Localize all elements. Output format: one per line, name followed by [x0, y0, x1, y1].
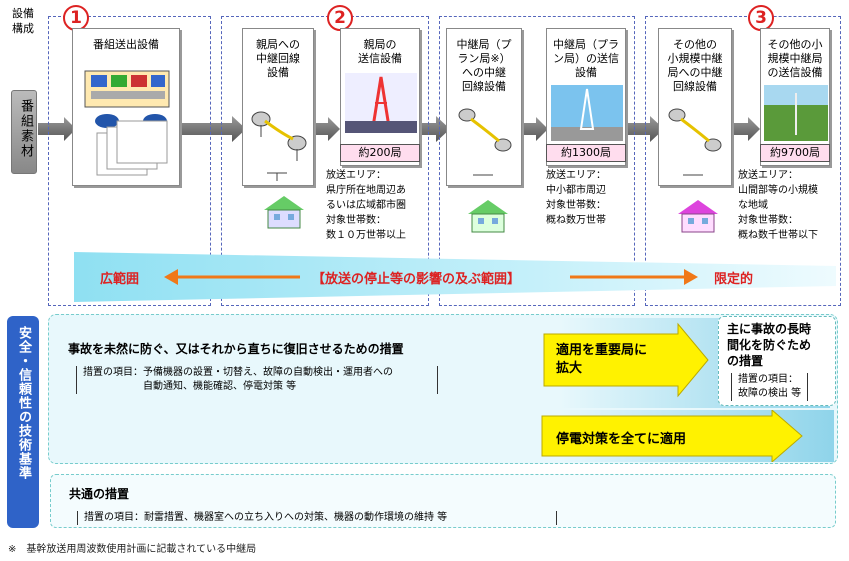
card-small-relay: その他の 小規模中継 局への中継 回線設備 — [658, 28, 732, 186]
shorten-items-text: 措置の項目： 故障の検出 等 — [731, 373, 809, 401]
common-measures-box: 共通の措置 措置の項目：耐雷措置、機器室への立ち入りへの対策、機器の動作環境の維… — [50, 474, 836, 528]
station-count-1300: 約1300局 — [546, 144, 626, 162]
standards-label-box: 安全・信頼性の技術基準 — [7, 316, 39, 528]
shorten-measures-title: 主に事故の長時 間化を防ぐため の措置 — [727, 322, 812, 368]
area-note-small: 放送エリア： 山間部等の小規模 な地域 対象世帯数： 概ね数千世帯以下 — [738, 170, 818, 241]
power-arrow — [541, 410, 803, 462]
group-2-box — [221, 16, 429, 306]
impact-wide-label: 広範囲 — [100, 272, 140, 287]
card-plan-transmit: 中継局（プラ ン局）の送信 設備 — [546, 28, 626, 166]
power-arrow-text: 停電対策を全てに適用 — [556, 432, 687, 447]
group-2b-box — [439, 16, 635, 306]
relay-dish-illustration — [458, 108, 512, 176]
group-marker-3: 3 — [748, 5, 774, 31]
card-title: 親局の 送信設備 — [358, 38, 402, 65]
card-parent-relay: 親局への 中継回線 設備 — [242, 28, 314, 186]
expand-arrow — [543, 322, 709, 398]
expand-arrow-text: 適用を重要局に 拡大 — [556, 343, 648, 376]
structure-label: 設備 構成 — [12, 7, 34, 35]
card-title: その他の 小規模中継 局への中継 回線設備 — [667, 38, 723, 93]
standards-label: 安全・信頼性の技術基準 — [16, 326, 31, 480]
area-note-plan: 放送エリア： 中小都市周辺 対象世帯数： 概ね数万世帯 — [546, 170, 606, 226]
card-title: 番組送出設備 — [93, 38, 159, 51]
station-count-9700: 約9700局 — [760, 144, 830, 162]
card-program-output: 番組送出設備 — [72, 28, 180, 186]
relay-dish-illustration — [668, 108, 722, 176]
impact-limited-label: 限定的 — [714, 272, 754, 287]
studio-illustration — [84, 70, 170, 176]
station-count-200: 約200局 — [340, 144, 420, 162]
prevent-items-text: 措置の項目：予備機器の設置・切替え、故障の自動検出・運用者への 自動通知、機能確… — [76, 366, 438, 394]
relay-tower-photo — [551, 85, 623, 141]
common-measures-title: 共通の措置 — [69, 487, 130, 501]
card-small-transmit: その他の小 規模中継局 の送信設備 — [760, 28, 830, 166]
prevent-measures-title: 事故を未然に防ぐ、又はそれから直ちに復旧させるための措置 — [68, 342, 404, 356]
card-plan-relay: 中継局（プ ラン局※） への中継 回線設備 — [446, 28, 522, 186]
card-title: 親局への 中継回線 設備 — [256, 38, 300, 79]
group-3-box — [645, 16, 841, 306]
impact-band — [74, 252, 836, 302]
common-items-text: 措置の項目：耐雷措置、機器室への立ち入りへの対策、機器の動作環境の維持 等 — [77, 511, 557, 525]
prevent-measures-items: 措置の項目：予備機器の設置・切替え、故障の自動検出・運用者への 自動通知、機能確… — [76, 366, 438, 394]
small-station-photo — [764, 85, 828, 141]
card-title: その他の小 規模中継局 の送信設備 — [767, 38, 823, 79]
tokyo-tower-illustration — [345, 73, 417, 133]
house-icon-3 — [678, 200, 718, 233]
impact-range-title: 【放送の停止等の影響の及ぶ範囲】 — [312, 272, 521, 287]
house-icon-1 — [264, 196, 304, 229]
card-title: 中継局（プ ラン局※） への中継 回線設備 — [456, 38, 512, 93]
footnote: ※ 基幹放送用周波数使用計画に記載されている中継局 — [8, 544, 257, 555]
material-label: 番組素材 — [18, 99, 33, 159]
material-label-box: 番組素材 — [11, 90, 37, 174]
area-note-parent: 放送エリア： 県庁所在地周辺あ るいは広域都市圏 対象世帯数： 数１０万世帯以上 — [326, 170, 406, 241]
relay-dish-illustration — [251, 111, 307, 181]
group-1-box — [48, 16, 211, 306]
shorten-measures-box: 主に事故の長時 間化を防ぐため の措置 措置の項目： 故障の検出 等 — [718, 316, 836, 406]
card-parent-transmit: 親局の 送信設備 — [340, 28, 420, 166]
house-icon-2 — [468, 200, 508, 233]
card-title: 中継局（プラ ン局）の送信 設備 — [553, 38, 619, 79]
